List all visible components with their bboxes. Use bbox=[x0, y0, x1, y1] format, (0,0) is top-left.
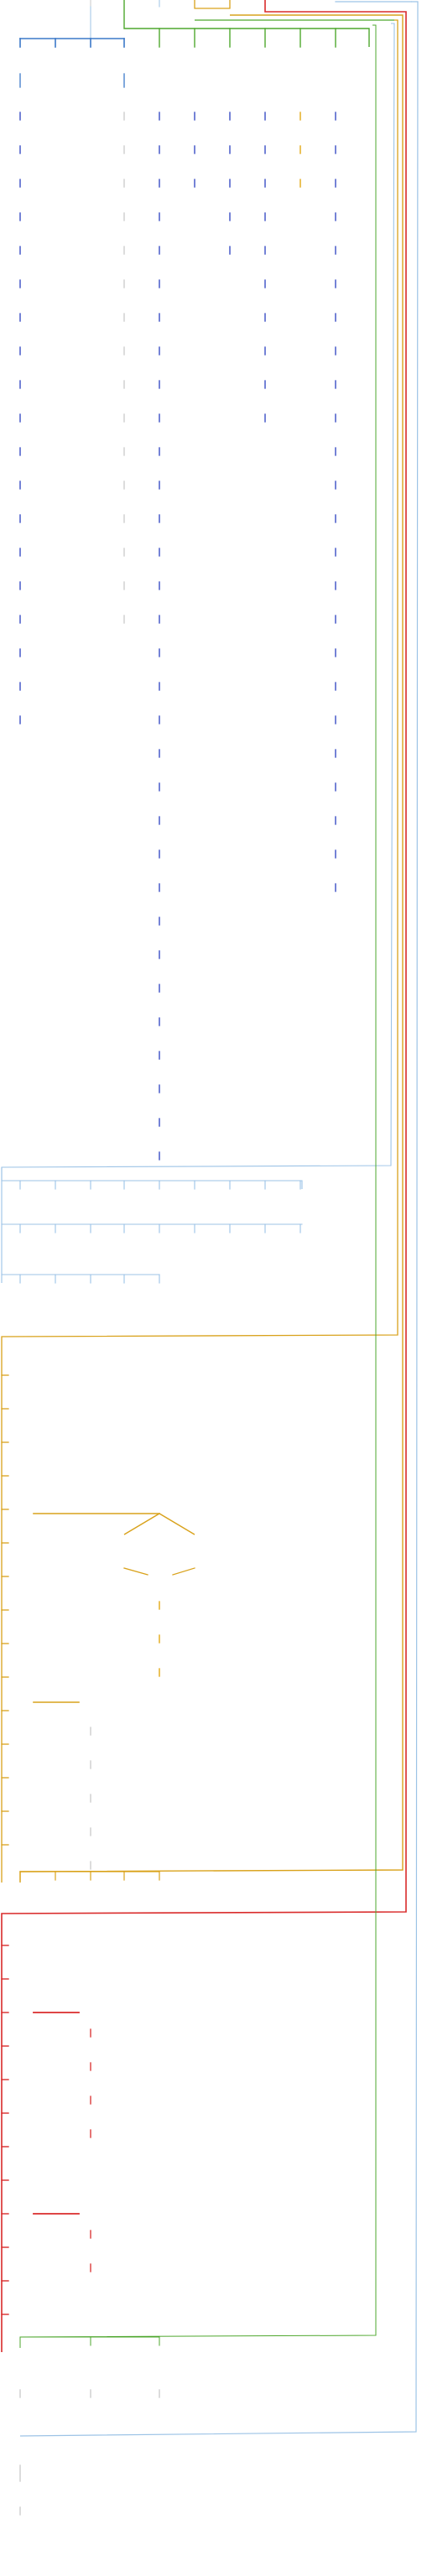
light-blue-right-upper bbox=[19, 1, 419, 2437]
red-right bbox=[1, 11, 407, 2352]
orange-fan bbox=[123, 1513, 195, 1535]
green-trunk bbox=[123, 0, 370, 47]
orange-fan-right bbox=[172, 1567, 195, 1576]
light-blue-bar bbox=[1, 1167, 303, 1189]
green-right bbox=[1, 19, 398, 1883]
light-blue-right-inner bbox=[1, 23, 395, 1283]
orange-fan-left bbox=[123, 1567, 148, 1576]
red-top bbox=[264, 0, 403, 13]
orange-top bbox=[194, 0, 231, 9]
connector-lines bbox=[1, 0, 419, 2437]
node-ticks bbox=[19, 112, 336, 2516]
